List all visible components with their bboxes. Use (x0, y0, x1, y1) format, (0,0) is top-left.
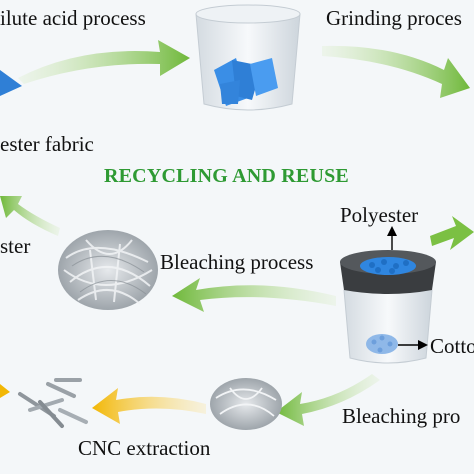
polyester-left-label: ster (0, 234, 31, 258)
green-arrow-icon (322, 45, 470, 98)
cnc-extraction-label: CNC extraction (78, 436, 211, 460)
sieve-beaker-icon (340, 250, 436, 364)
polyester-fabric-label: ester fabric (0, 132, 94, 156)
bleaching-top-label: Bleaching process (160, 250, 314, 274)
grinding-label: Grinding proces (326, 6, 462, 30)
bleaching-bottom-label: Bleaching pro (342, 404, 461, 428)
cotton-label: Cotto (430, 334, 474, 358)
beaker-with-fabric-icon (195, 4, 301, 111)
green-arrow-icon (0, 196, 60, 236)
cnc-rods-icon (18, 378, 88, 428)
polyester-fabric-shape (0, 70, 22, 96)
polyester-label: Polyester (340, 203, 419, 227)
green-arrow-icon (172, 278, 336, 312)
green-arrow-icon (18, 40, 190, 84)
yellow-arrow-icon (0, 384, 10, 398)
fiber-bundle-icon (58, 230, 158, 310)
dilute-acid-label: ilute acid process (0, 6, 146, 30)
green-arrow-icon (276, 374, 380, 426)
fiber-bundle-icon (210, 378, 282, 430)
diagram-title: RECYCLING AND REUSE (104, 165, 349, 187)
yellow-arrow-icon (92, 388, 206, 424)
green-arrow-icon (430, 216, 474, 250)
